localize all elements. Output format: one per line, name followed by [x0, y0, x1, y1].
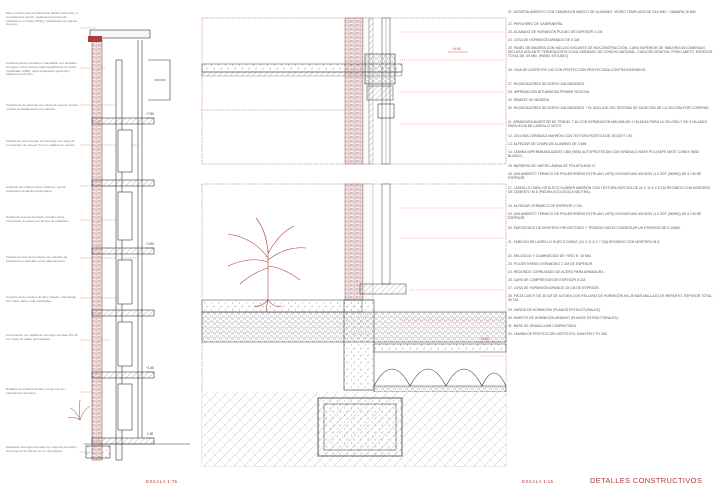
detail-top: +4.00 [201, 17, 507, 165]
level-marks-left: +7.50 +4.50 +1.50 -1.50 [146, 112, 154, 439]
legend-item: 30. RIGIDIZADORES DE ACERO GALVANIZADO +… [508, 106, 710, 110]
legend-item: 22. ENLUCIDO Y GUARNECIDO DE YESO E: 10 … [508, 254, 592, 258]
svg-text:+1.50: +1.50 [146, 366, 154, 370]
svg-text:-1.50: -1.50 [146, 432, 153, 436]
legend-item: 20. ENFOSCADO DE MORTERO PROYECTADO Y TE… [508, 226, 681, 230]
note-3: Carpintería de aluminio con rotura de pu… [6, 103, 79, 111]
legend-item: 25. CAPA DE COMPRESIÓN DE ESPESOR 5 CM. [508, 278, 587, 282]
legend-item: 27. LOSA DE HORMIGÓN ARMADO 15 CM DE ESP… [508, 286, 600, 290]
sheet-title: DETALLES CONSTRUCTIVOS [590, 476, 703, 485]
legend-item: 32. LÁMINA DE PROTECCIÓN GEOTEXTIL DANOF… [508, 332, 608, 336]
legend-item: 27. RIGIDIZADORES DE ACERO GALVANIZADO. [508, 82, 586, 86]
legend-item: 17. LADRILLO CARA VISTA ECO KLINKER MARR… [508, 186, 711, 195]
note-5: Acabado de madera sobre rastreles, previ… [6, 185, 66, 193]
legend-item: 26. VIGA DE ACERO IPE 240 CON PROTECCIÓN… [508, 68, 647, 72]
detail-bottom: +0.60 [201, 183, 507, 467]
legend-item: 16. AISLAMIENTO TÉRMICO DE POLIESTIRENO … [508, 172, 702, 181]
legend-item: 28. PIEZA CAVITI DE 30 CM DE ALTURA CON … [508, 294, 714, 303]
legend-item: 29. ZAPATA DE HORMIGÓN (PLANOS ESTRUCTUR… [508, 308, 601, 312]
note-7: Forjado de losa de hormigón con paneles … [6, 255, 68, 263]
svg-text:+0.60: +0.60 [480, 337, 489, 341]
legend-item: 12. CELOSÍA CERÁMICA MARRÓN CON TEXTURA … [508, 134, 633, 138]
legend-item: 15. BARRERA DE VAPOR LÁMINA DE POLIETILE… [508, 164, 596, 168]
legend-item: 24. REDONDO CORRUGADO DE ACERO PARA ARMA… [508, 270, 605, 274]
legend-item: 13. ALFEIZAR DE CHAPA DE ALUMINIO DE 3 M… [508, 142, 588, 146]
legend-item: 11. ARMADURA MUERTOR DE TENDEL T-60 CON … [508, 120, 707, 129]
plant-small [67, 399, 91, 421]
legend-item: 18. ALFEIZAR CERÁMICO DE ESPESOR 2 CM. [508, 204, 583, 208]
note-2: Cubierta plana invertida no transitable … [6, 61, 77, 77]
scale-middle: ESCALA 1:15 [522, 479, 554, 484]
legend-item: 29. REMATE DE MADERA. [508, 98, 551, 102]
scale-left: ESCALA 1:75 [146, 479, 178, 484]
note-1: Muro conformado por fábrica de ladrillo … [6, 11, 79, 27]
legend-item: 21. TABICÓN DE LADRILLO HUECO DOBLE (24 … [508, 240, 661, 244]
svg-text:+4.50: +4.50 [146, 242, 154, 246]
legend-item: 19. AISLAMIENTO TÉRMICO DE POLIESTIRENO … [508, 212, 702, 221]
legend-item: 25. PANEL DE MADERA CON NÚCLEO AISLANTE … [508, 46, 713, 59]
legend-item: 21. ACRISTALAMIENTO CON CÁMARA EN MARCO … [508, 10, 697, 14]
legend-item: 23. ACABADO DE HORMIGÓN PULIDO DE ESPESO… [508, 30, 604, 34]
note-11: Zapata de hormigón armado con capa de ho… [6, 445, 77, 453]
note-8: Carpintería de madera de pino tratada y … [6, 295, 77, 303]
note-10: Rodapié de madera lacada a juego con las… [6, 387, 65, 395]
legend-item: 31. BASE DE GRAVA-LUAR COMPACTADA. [508, 324, 577, 328]
legend-item: 28. IMPRIMACIÓN BITUMINOSA PRIMER SEVIOV… [508, 90, 591, 94]
legend-item: 14. LÁMINA IMPERMEABILIZANTE LBM (SBS) A… [508, 150, 700, 159]
legend-item: 22. PERCHERO DE CAMPANERÍA. [508, 22, 564, 26]
plant-large [227, 217, 307, 313]
legend-item: 30. MURETE DE HORMIGÓN ARMADO (PLANOS ES… [508, 316, 619, 320]
note-6: Solado de losa de hormigón armado sobre … [6, 215, 70, 223]
note-4: Forjado de losa alveolar de hormigón con… [6, 139, 76, 147]
svg-text:+7.50: +7.50 [146, 112, 154, 116]
building-section [84, 29, 190, 461]
legend-item: 24. LOSA DE HORMIGÓN ARMADO DE 8 CM. [508, 38, 581, 42]
note-9: Cimentación por zapata de hormigón armad… [6, 333, 78, 341]
svg-text:+4.00: +4.00 [452, 47, 461, 51]
legend-item: 23. POLIESTIRENO EXPANDIDO 2 CM DE ESPES… [508, 262, 594, 266]
